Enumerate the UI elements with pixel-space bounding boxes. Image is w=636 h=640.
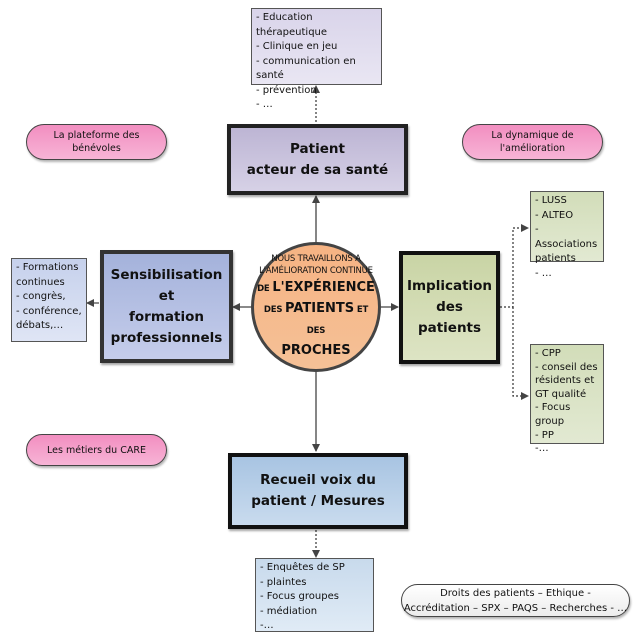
arrow-implication-to-top-note xyxy=(500,224,529,308)
pill-metiers-care: Les métiers du CARE xyxy=(26,434,167,466)
center-line-4-prefix: DES xyxy=(263,305,286,315)
note-implication-associations: - LUSS - ALTEO - Associations patients -… xyxy=(530,191,604,279)
box-sensibilisation-formation: Sensibilisation et formation professionn… xyxy=(100,250,233,363)
pill-plateforme-benevoles: La plateforme des bénévoles xyxy=(26,124,167,160)
center-experience: L'EXPÉRIENCE xyxy=(272,280,375,295)
center-circle-experience: NOUS TRAVAILLONS A L'AMÉLIORATION CONTIN… xyxy=(251,242,381,372)
note-sensibilisation-formations: - Formations continues - congrès, - conf… xyxy=(11,258,87,342)
pill-dynamique-amelioration: La dynamique de l'amélioration xyxy=(462,124,603,160)
center-line-4: DES PATIENTS ET DES xyxy=(254,298,378,340)
pill-droits-patients: Droits des patients – Ethique - Accrédit… xyxy=(401,584,630,617)
note-recueil-methodes: - Enquêtes de SP - plaintes - Focus grou… xyxy=(255,558,374,632)
note-implication-structures: - CPP - conseil des résidents et GT qual… xyxy=(530,344,604,454)
center-proches: PROCHES xyxy=(281,343,351,358)
arrow-implication-to-bottom-note xyxy=(512,307,529,400)
box-patient-acteur: Patient acteur de sa santé xyxy=(227,124,408,195)
center-line-2: L'AMÉLIORATION CONTINUE xyxy=(259,266,373,276)
box-implication-patients: Implication des patients xyxy=(399,251,500,364)
center-line-1: NOUS TRAVAILLONS A xyxy=(271,254,361,264)
center-patients: PATIENTS xyxy=(285,301,355,316)
note-patient-activities: - Education thérapeutique - Clinique en … xyxy=(251,8,382,110)
center-line-4-suffix: ET DES xyxy=(306,305,369,336)
center-line-3: DE L'EXPÉRIENCE xyxy=(257,277,375,298)
box-recueil-voix-patient: Recueil voix du patient / Mesures xyxy=(228,453,408,529)
center-line-3-prefix: DE xyxy=(257,284,273,294)
